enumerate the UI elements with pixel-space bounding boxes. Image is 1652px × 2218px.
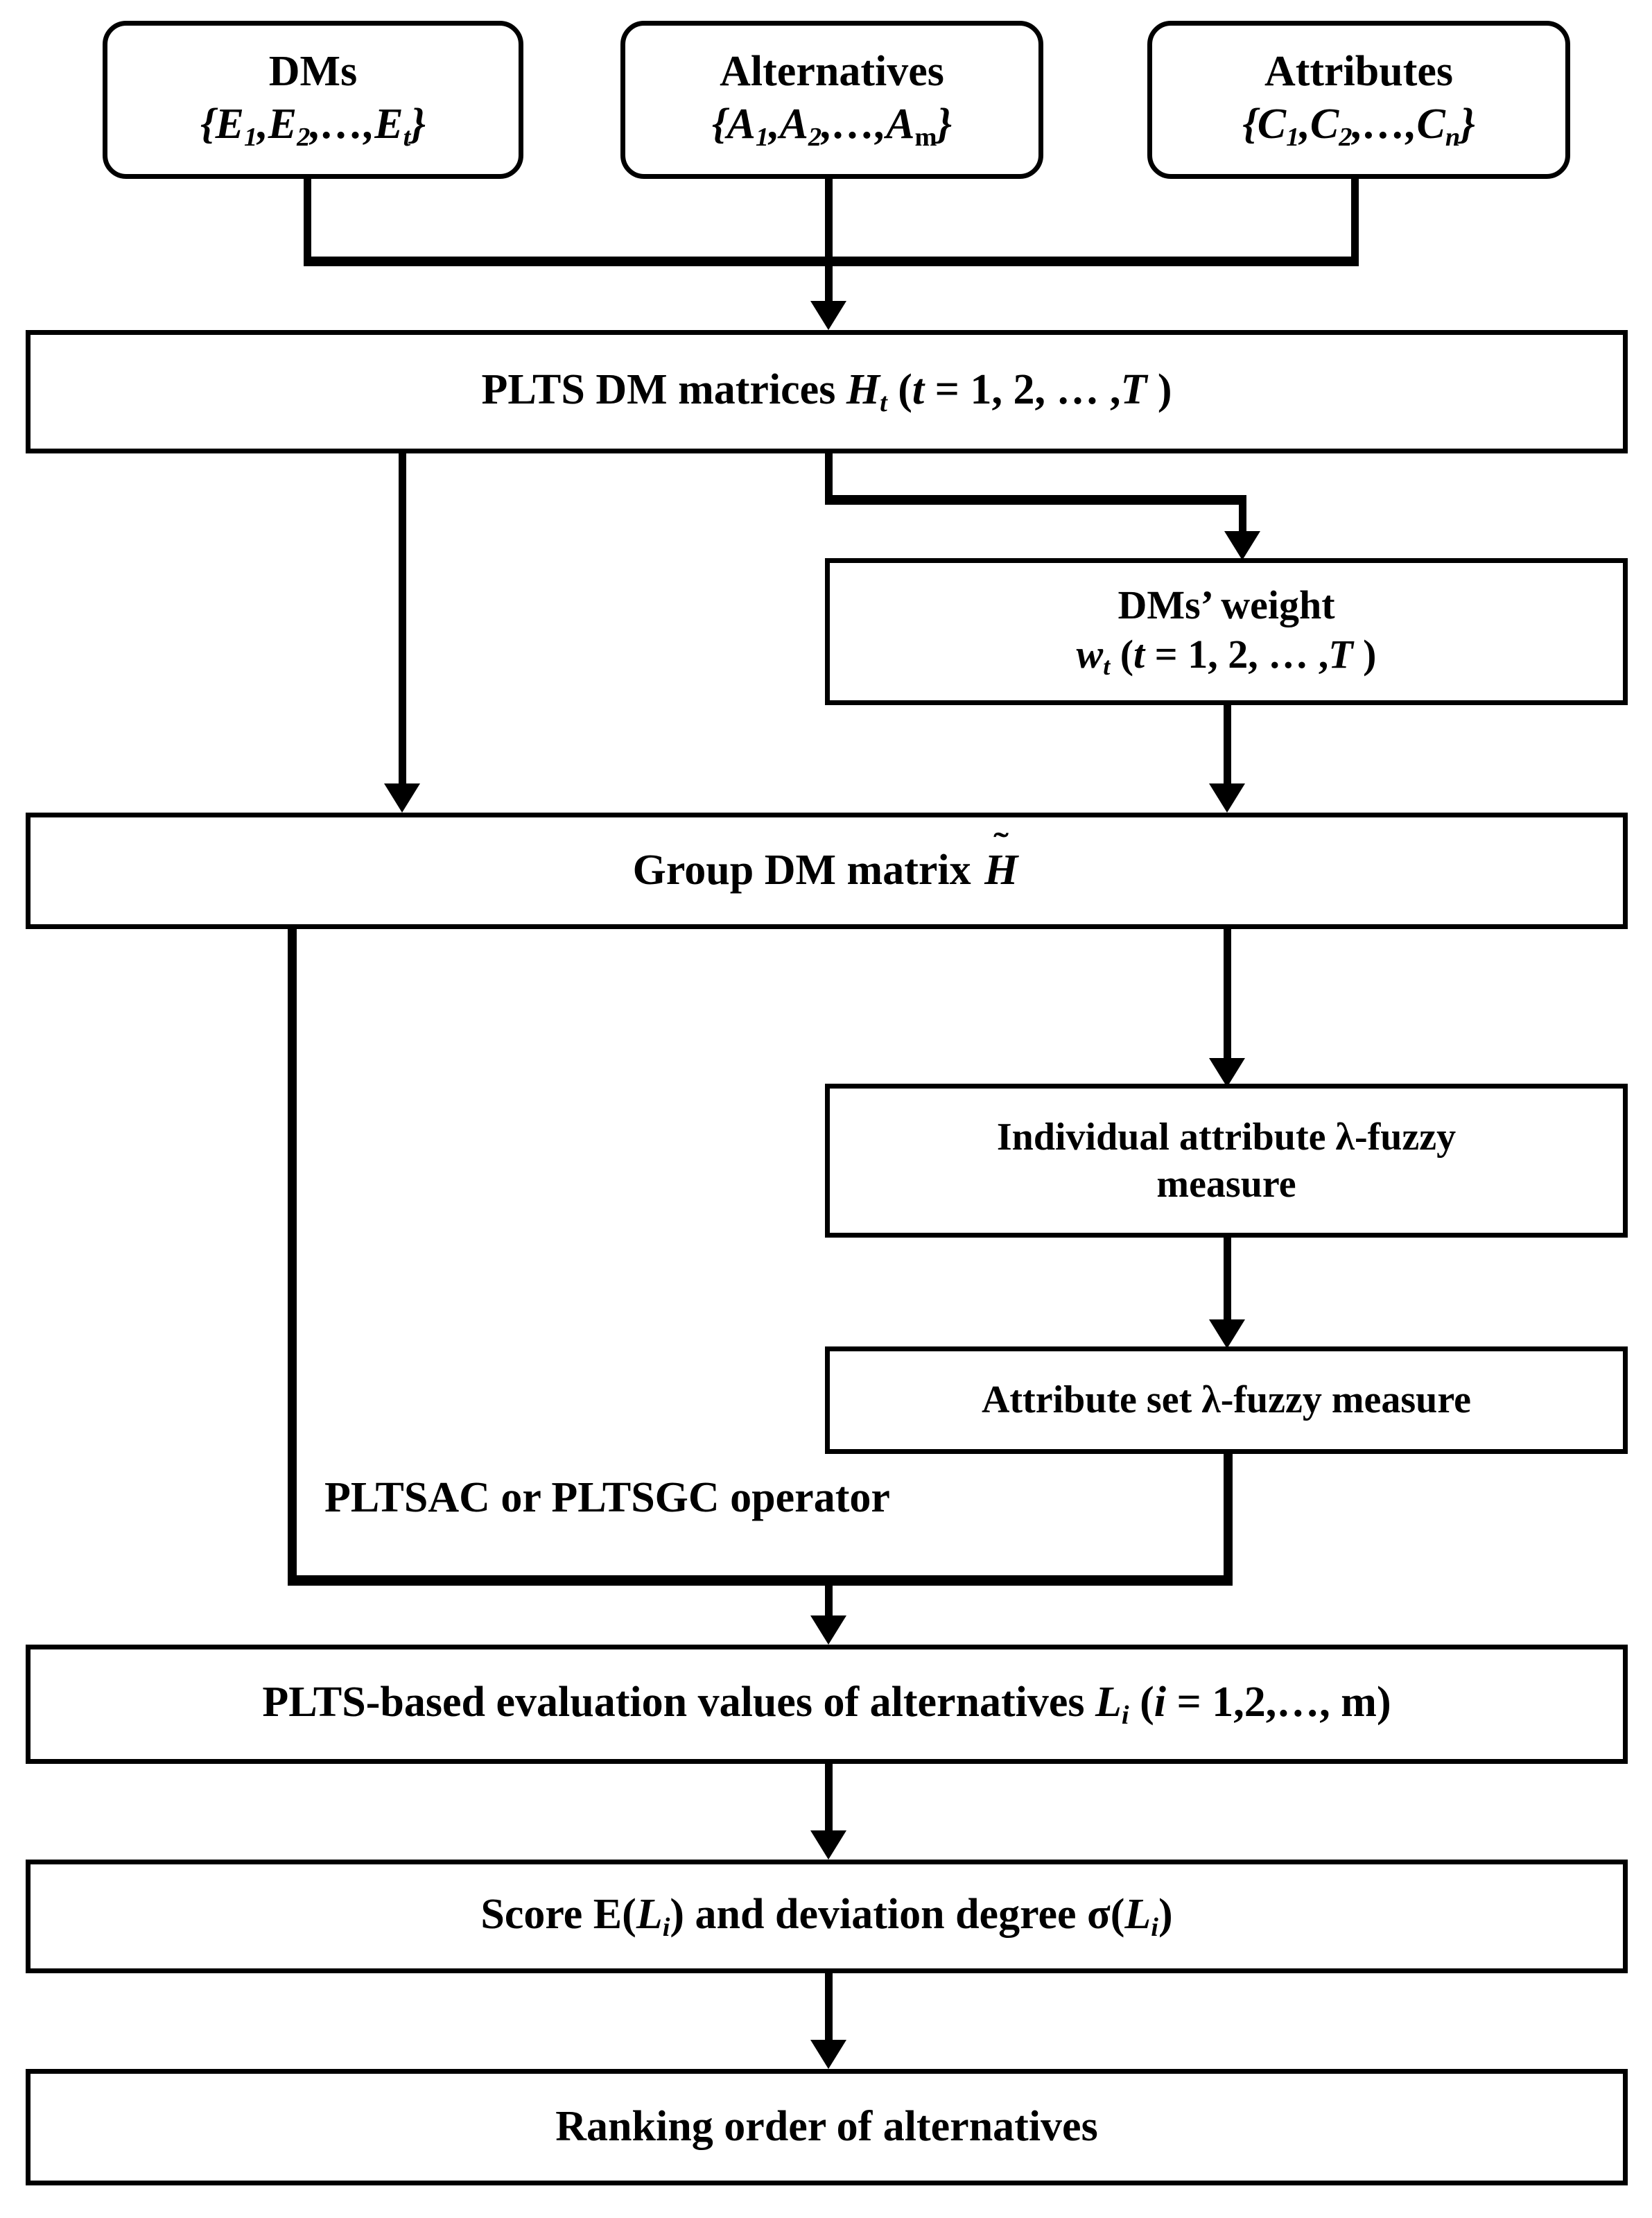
node-individual-attribute-line2: measure xyxy=(1156,1163,1296,1206)
node-score-deviation-label: Score E(Li) and deviation degree σ(Li) xyxy=(480,1891,1173,1942)
arrow-to-score-deviation xyxy=(810,1830,846,1860)
node-evaluation-values: PLTS-based evaluation values of alternat… xyxy=(26,1645,1628,1764)
node-attribute-set-label: Attribute set λ-fuzzy measure xyxy=(981,1378,1472,1422)
node-group-dm-matrix: Group DM matrix ˜H xyxy=(26,813,1628,929)
connector-matrices-to-weight-h xyxy=(825,495,1246,505)
node-attributes-set: {C1,C2,…,Cn} xyxy=(1242,100,1475,152)
connector-evaluation-to-score xyxy=(825,1764,833,1835)
label-operator: PLTSAC or PLTSGC operator xyxy=(324,1474,890,1521)
node-plts-dm-matrices-label: PLTS DM matrices Ht (t = 1, 2, … ,T ) xyxy=(481,366,1172,417)
node-dms-weight-label: DMs’ weight xyxy=(1118,582,1335,628)
connector-dms-drop xyxy=(304,179,311,263)
node-attribute-set-measure: Attribute set λ-fuzzy measure xyxy=(825,1346,1628,1454)
connector-alternatives-drop xyxy=(825,179,833,263)
node-dms: DMs {E1,E2,…,Et} xyxy=(103,21,523,179)
node-dms-weight: DMs’ weight wt (t = 1, 2, … ,T ) xyxy=(825,558,1628,705)
connector-matrices-left-drop xyxy=(399,453,406,785)
node-alternatives-label: Alternatives xyxy=(720,48,944,96)
arrow-matrices-to-group-matrix xyxy=(384,783,420,813)
arrow-to-plts-dm-matrices xyxy=(810,301,846,330)
arrow-to-individual-attribute xyxy=(1209,1058,1245,1087)
node-alternatives-set: {A1,A2,…,Am} xyxy=(711,100,953,152)
node-dms-set: {E1,E2,…,Et} xyxy=(200,100,426,152)
node-score-deviation: Score E(Li) and deviation degree σ(Li) xyxy=(26,1860,1628,1973)
node-individual-attribute-measure: Individual attribute λ-fuzzy measure xyxy=(825,1084,1628,1238)
node-evaluation-values-label: PLTS-based evaluation values of alternat… xyxy=(262,1679,1391,1730)
node-ranking-order: Ranking order of alternatives xyxy=(26,2069,1628,2185)
node-plts-dm-matrices: PLTS DM matrices Ht (t = 1, 2, … ,T ) xyxy=(26,330,1628,453)
arrow-weight-to-group-matrix xyxy=(1209,783,1245,813)
connector-group-matrix-right-drop xyxy=(1224,929,1231,1061)
node-group-dm-matrix-label: Group DM matrix ˜H xyxy=(632,826,1018,894)
connector-group-matrix-left-drop xyxy=(288,929,297,1584)
node-attributes: Attributes {C1,C2,…,Cn} xyxy=(1147,21,1570,179)
node-dms-weight-formula: wt (t = 1, 2, … ,T ) xyxy=(1076,631,1377,680)
arrow-to-evaluation-values xyxy=(810,1615,846,1645)
connector-attributes-drop xyxy=(1351,179,1359,263)
arrow-to-attribute-set xyxy=(1209,1319,1245,1349)
arrow-to-dms-weight xyxy=(1224,531,1260,560)
connector-merge-to-matrices xyxy=(825,257,833,302)
connector-operator-join-bar xyxy=(288,1575,1233,1586)
connector-attribute-set-drop xyxy=(1224,1454,1233,1584)
arrow-to-ranking-order xyxy=(810,2040,846,2069)
connector-to-dms-weight-drop xyxy=(1239,495,1246,534)
node-attributes-label: Attributes xyxy=(1264,48,1454,96)
connector-join-to-evaluation xyxy=(825,1575,833,1618)
node-alternatives: Alternatives {A1,A2,…,Am} xyxy=(620,21,1043,179)
connector-weight-to-group-matrix xyxy=(1224,705,1231,785)
connector-matrices-mid-drop xyxy=(825,453,833,499)
connector-score-to-ranking xyxy=(825,1973,833,2043)
node-ranking-order-label: Ranking order of alternatives xyxy=(555,2103,1098,2151)
node-individual-attribute-line1: Individual attribute λ-fuzzy xyxy=(996,1115,1457,1159)
connector-individual-to-attribute-set xyxy=(1224,1238,1231,1322)
node-dms-label: DMs xyxy=(268,48,358,96)
